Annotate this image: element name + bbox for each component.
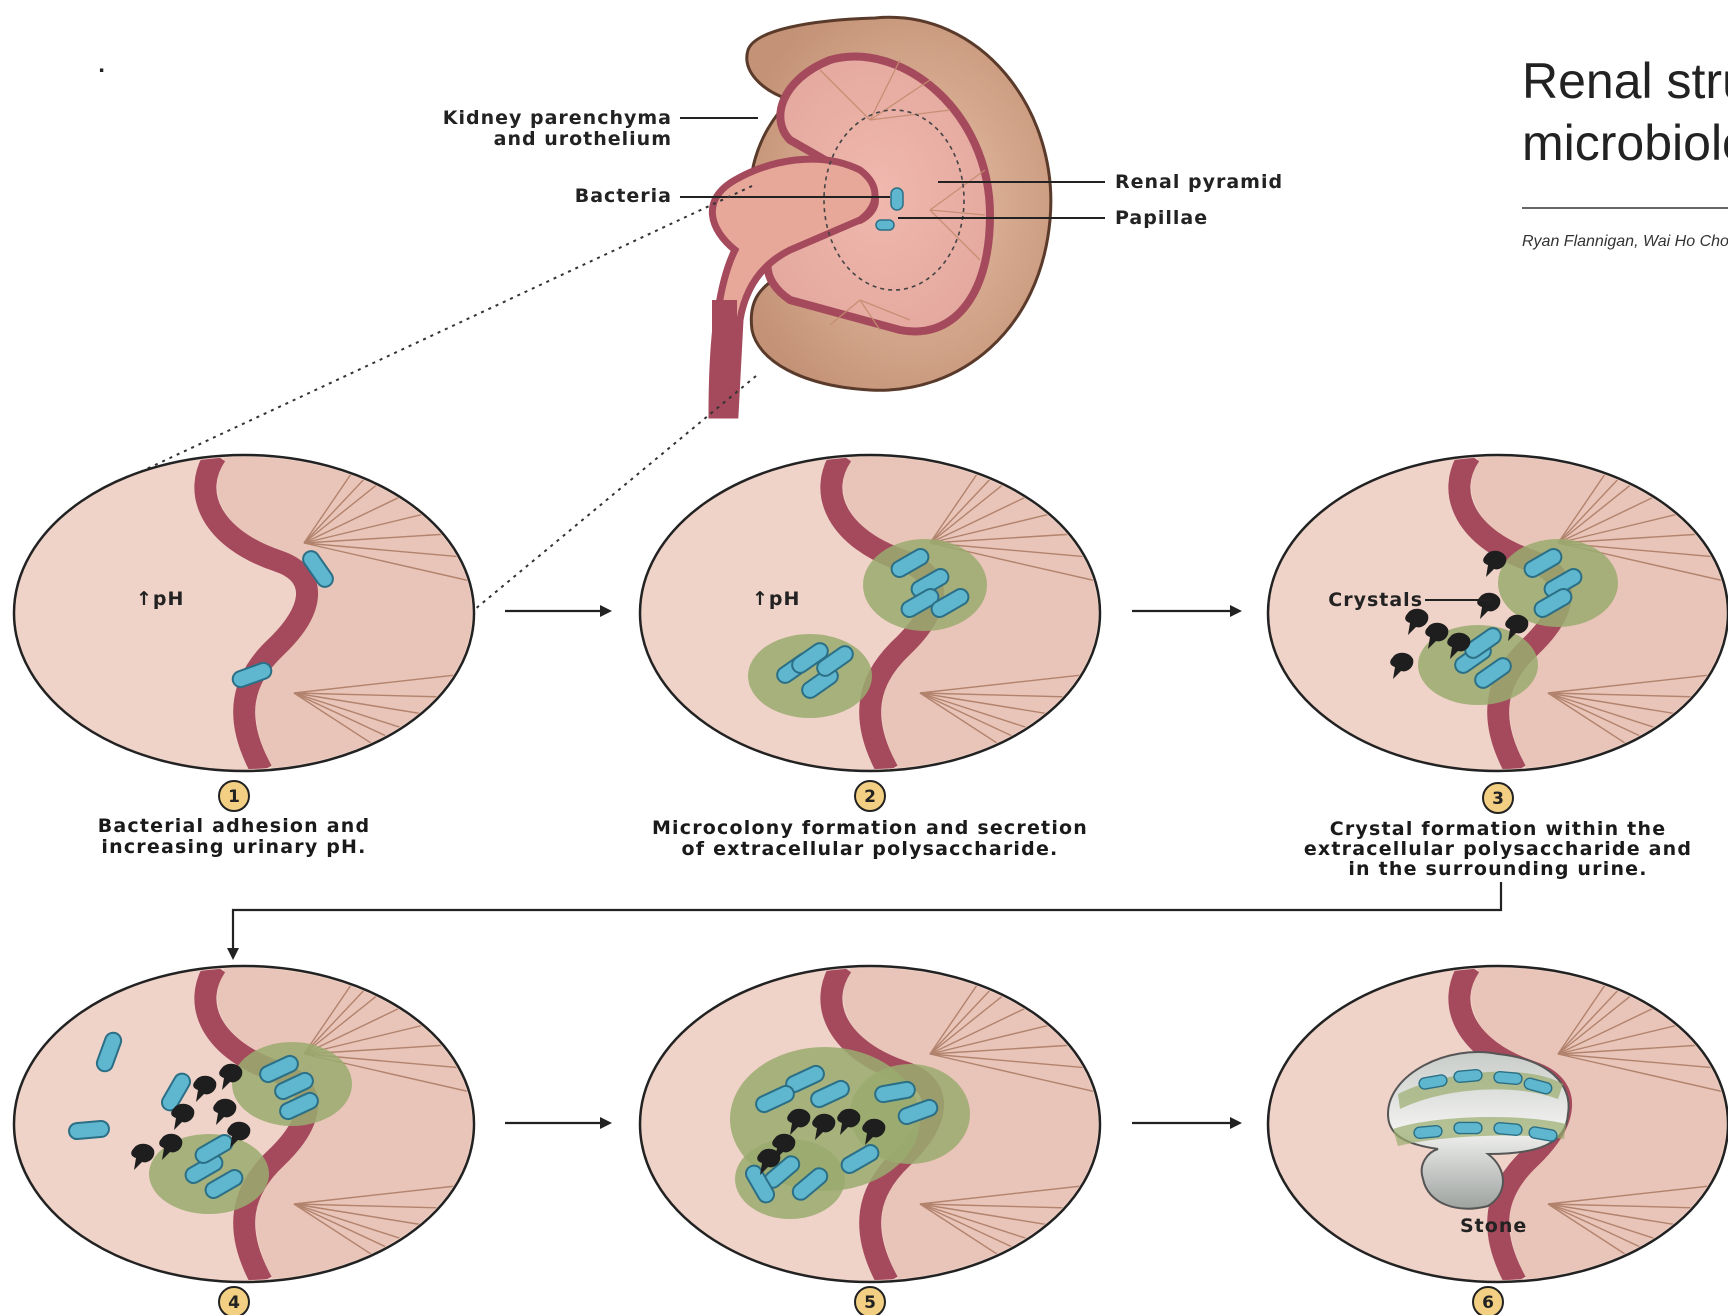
paper-title-line-1: Renal struvite ston — [1522, 53, 1728, 109]
caption-1-line-2: increasing urinary pH. — [101, 836, 366, 858]
zoom-line-left — [140, 186, 752, 472]
label-renal-pyramid: Renal pyramid — [1115, 171, 1283, 193]
caption-3-line-3: in the surrounding urine. — [1348, 858, 1647, 880]
label-kidney-parenchyma-1: Kidney parenchyma — [443, 107, 672, 129]
step-badge-4: 4 — [219, 1287, 249, 1315]
ph-indicator: ↑pH — [752, 588, 800, 610]
paper-authors: Ryan Flannigan, Wai Ho Choy, Ben Chew a — [1522, 233, 1728, 250]
panel-6: Stone — [1268, 966, 1728, 1282]
svg-text:6: 6 — [1482, 1293, 1494, 1313]
step-badge-1: 1 — [219, 781, 249, 811]
stray-bullet: . — [98, 55, 106, 77]
label-papillae: Papillae — [1115, 207, 1208, 229]
arrow-4-to-5 — [505, 1117, 612, 1129]
svg-text:1: 1 — [228, 787, 240, 807]
caption-1-line-1: Bacterial adhesion and — [98, 815, 371, 837]
arrow-3-to-4 — [227, 882, 1501, 960]
kidney-illustration — [712, 17, 1051, 415]
svg-text:5: 5 — [864, 1293, 876, 1313]
step-badge-5: 5 — [855, 1287, 885, 1315]
caption-2-line-2: of extracellular polysaccharide. — [682, 838, 1059, 860]
svg-text:4: 4 — [228, 1293, 240, 1313]
stone-label: Stone — [1460, 1215, 1527, 1237]
caption-3-line-1: Crystal formation within the — [1330, 818, 1667, 840]
panel-5 — [640, 966, 1130, 1282]
step-badge-6: 6 — [1473, 1287, 1503, 1315]
step-badge-2: 2 — [855, 781, 885, 811]
caption-3-line-2: extracellular polysaccharide and — [1304, 838, 1692, 860]
arrow-2-to-3 — [1132, 605, 1242, 617]
paper-title-line-2: microbiology, and r — [1522, 115, 1728, 171]
crystals-label: Crystals — [1328, 589, 1423, 611]
svg-text:3: 3 — [1492, 789, 1504, 809]
panel-1: ↑pH — [14, 455, 504, 771]
arrow-1-to-2 — [505, 605, 612, 617]
label-bacteria: Bacteria — [575, 185, 672, 207]
panel-4 — [14, 966, 504, 1282]
svg-text:2: 2 — [864, 787, 876, 807]
panel-3: Crystals — [1268, 455, 1728, 771]
arrow-5-to-6 — [1132, 1117, 1242, 1129]
caption-2-line-1: Microcolony formation and secretion — [652, 817, 1088, 839]
step-badge-3: 3 — [1483, 783, 1513, 813]
panel-2: ↑pH — [640, 455, 1130, 771]
ph-indicator: ↑pH — [136, 588, 184, 610]
biofilm — [748, 634, 872, 718]
label-kidney-parenchyma-2: and urothelium — [494, 128, 672, 150]
